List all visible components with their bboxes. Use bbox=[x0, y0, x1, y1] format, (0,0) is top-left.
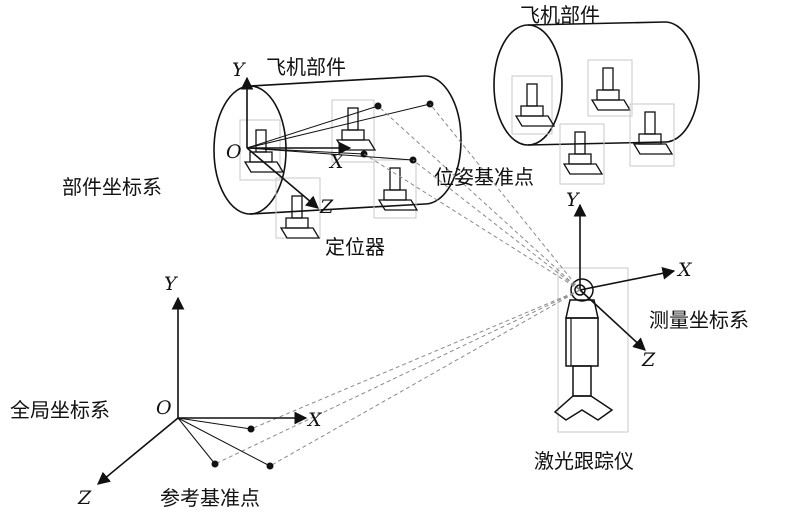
global-axis-origin: O bbox=[156, 397, 172, 419]
label-reference-point: 参考基准点 bbox=[160, 486, 260, 510]
reference-points bbox=[211, 425, 274, 470]
measurement-rays bbox=[214, 103, 581, 467]
aircraft-part-left bbox=[213, 75, 462, 215]
locator-r1 bbox=[511, 75, 556, 135]
part-axis-y: Y bbox=[232, 59, 247, 81]
measure-axis-z: Z bbox=[641, 349, 656, 371]
global-coordinate-system: Y O X Z bbox=[77, 273, 323, 509]
pose-reference-points bbox=[360, 100, 434, 164]
label-global-coordinate-system: 全局坐标系 bbox=[10, 398, 110, 422]
label-pose-reference-point: 位姿基准点 bbox=[434, 165, 534, 189]
laser-tracker bbox=[553, 267, 629, 433]
label-locator: 定位器 bbox=[325, 235, 385, 259]
global-axis-z: Z bbox=[77, 487, 92, 509]
label-part-coordinate-system: 部件坐标系 bbox=[62, 175, 162, 199]
part-axis-x: X bbox=[328, 151, 345, 173]
part-coordinate-system: Y O X Z bbox=[226, 59, 431, 218]
measure-axis-y: Y bbox=[566, 189, 581, 211]
locator-r2 bbox=[587, 59, 633, 117]
global-axis-x: X bbox=[306, 409, 323, 431]
label-laser-tracker: 激光跟踪仪 bbox=[534, 449, 634, 473]
locator-r3 bbox=[559, 123, 605, 185]
locator-4 bbox=[275, 177, 321, 239]
locator-3 bbox=[373, 159, 419, 219]
global-axis-y: Y bbox=[164, 273, 179, 295]
measurement-coordinate-system: Y X Z bbox=[566, 189, 693, 371]
part-axis-origin: O bbox=[226, 141, 242, 163]
aircraft-part-right bbox=[493, 21, 700, 146]
label-aircraft-part-left: 飞机部件 bbox=[266, 55, 346, 79]
measure-axis-x: X bbox=[676, 259, 693, 281]
locators-right bbox=[511, 59, 675, 185]
label-measurement-coordinate-system: 测量坐标系 bbox=[649, 308, 749, 332]
locator-r4 bbox=[629, 103, 675, 167]
part-axis-z: Z bbox=[319, 196, 334, 218]
label-aircraft-part-right: 飞机部件 bbox=[520, 3, 600, 27]
